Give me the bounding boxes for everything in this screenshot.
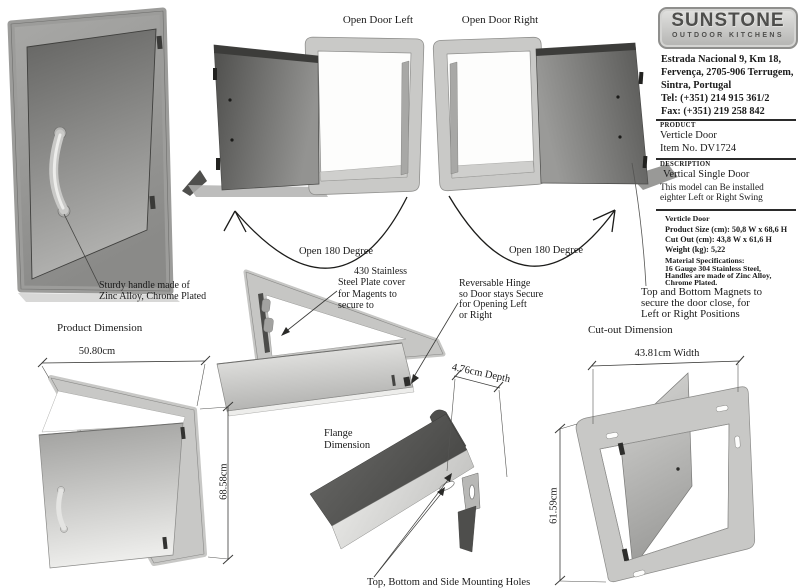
cutout-height-value: 61.59cm — [548, 487, 560, 524]
dim-tick — [587, 360, 597, 371]
hinge-note: Reversable Hinge so Door stays Secure fo… — [459, 278, 544, 321]
dim-tick — [554, 423, 566, 434]
dim-tick — [222, 401, 234, 412]
hinge-icon — [638, 71, 644, 85]
handle-note: Sturdy handle made of Zinc Alloy, Chrome… — [99, 280, 207, 302]
logo-subtitle: OUTDOOR KITCHENS — [672, 32, 784, 39]
hinge-icon — [216, 158, 220, 170]
dim-tick — [493, 381, 504, 393]
leader-line — [631, 162, 647, 287]
product-item-number: Item No. DV1724 — [660, 143, 737, 154]
hinge-icon — [642, 155, 648, 169]
dim-tick — [37, 357, 48, 368]
hinge-icon — [156, 35, 163, 50]
door-handle — [49, 126, 71, 218]
specs-heading: Verticle Door — [665, 214, 710, 223]
description-section-label: DESCRIPTION — [660, 161, 711, 168]
arrow-icon — [411, 374, 419, 384]
plate-note: 430 Stainless Steel Plate cover for Mage… — [338, 266, 408, 311]
hinge-icon — [162, 536, 168, 550]
magnets-note: Top and Bottom Magnets to secure the doo… — [641, 286, 763, 320]
cutout-dimension-drawing — [554, 355, 756, 586]
door-handle — [56, 486, 68, 533]
leader-line — [283, 290, 338, 334]
open-door-left-drawing — [188, 36, 425, 269]
product-name: Verticle Door — [660, 130, 717, 141]
description-line: This model can Be installed — [660, 183, 764, 193]
address-line: Fervença, 2705-906 Terrugem, — [661, 67, 794, 78]
spec-weight: Weight (kg): 5,22 — [665, 245, 726, 254]
company-address: Estrada Nacional 9, Km 18, Fervença, 270… — [661, 53, 800, 118]
leader-line — [63, 213, 101, 288]
dim-tick — [451, 369, 462, 381]
mounting-slot — [469, 484, 475, 500]
divider — [656, 158, 796, 160]
dim-tick — [200, 355, 211, 366]
leader-line — [373, 489, 445, 578]
spec-material-line: 16 Gauge 304 Stainless Steel, — [665, 263, 761, 273]
cutout-width-value: 43.81cm Width — [634, 348, 700, 359]
divider — [656, 209, 796, 211]
leader-line — [411, 302, 459, 381]
address-line: Estrada Nacional 9, Km 18, — [661, 54, 781, 65]
open-door-right-drawing — [432, 36, 678, 287]
product-height-value: 68.58cm — [218, 463, 230, 500]
logo-title: SUNSTONE — [671, 10, 785, 31]
hinge-icon — [180, 426, 186, 440]
spec-material-line: Handles are made of Zinc Alloy, — [665, 270, 772, 280]
address-line: Sintra, Portugal — [661, 80, 732, 91]
arrow-icon — [444, 473, 452, 482]
arrow-icon — [592, 209, 616, 233]
arrow-icon — [437, 487, 445, 496]
closed-door-drawing — [7, 7, 207, 302]
arrow-icon — [223, 210, 247, 233]
dim-tick — [554, 575, 566, 586]
swing-arc — [448, 195, 616, 267]
address-line: Tel: (+351) 214 915 361/2 — [661, 93, 770, 104]
product-dimension-drawing — [37, 355, 234, 569]
hinge-icon — [213, 68, 217, 80]
swing-arc — [234, 196, 408, 269]
reversible-frame-drawing — [216, 269, 459, 417]
product-section-label: PRODUCT — [660, 122, 696, 129]
mounting-slot — [715, 405, 729, 412]
hinge-icon — [621, 548, 630, 562]
spec-material-heading: Material Specifications: — [665, 256, 745, 265]
hinge-icon — [403, 376, 411, 387]
product-dimension-label: Product Dimension — [57, 322, 143, 334]
hinge-icon — [617, 442, 626, 456]
flange-dimension-label: Flange Dimension — [324, 428, 371, 451]
hinge-icon — [149, 195, 156, 210]
description-line: eighter Left or Right Swing — [660, 193, 763, 203]
leader-line — [373, 475, 452, 578]
arrow-icon — [281, 327, 290, 336]
product-width-value: 50.80cm — [78, 346, 116, 357]
open-180-left-label: Open 180 Degree — [298, 246, 374, 257]
mounting-slot — [633, 569, 646, 578]
description-title: Vertical Single Door — [663, 169, 750, 180]
spec-material-line: Chrome Plated. — [665, 277, 718, 287]
mounting-holes-note: Top, Bottom and Side Mounting Holes — [367, 577, 531, 588]
open-180-right-label: Open 180 Degree — [508, 245, 584, 256]
open-door-right-label: Open Door Right — [461, 14, 539, 26]
mounting-slot — [605, 432, 619, 439]
dim-tick — [735, 355, 745, 366]
spec-product-size: Product Size (cm): 50,8 W x 68,6 H — [665, 225, 788, 234]
spec-cut-out: Cut Out (cm): 43,8 W x 61,6 H — [665, 235, 772, 244]
open-door-left-label: Open Door Left — [342, 14, 414, 26]
address-line: Fax: (+351) 219 258 842 — [661, 106, 765, 117]
mounting-slot — [734, 435, 741, 449]
sunstone-logo: SUNSTONE OUTDOOR KITCHENS — [658, 7, 798, 49]
dim-tick — [222, 554, 234, 565]
divider — [656, 119, 796, 121]
flange-channel-drawing — [309, 369, 508, 578]
door-shadow — [182, 170, 207, 196]
cutout-dimension-label: Cut-out Dimension — [588, 324, 673, 336]
